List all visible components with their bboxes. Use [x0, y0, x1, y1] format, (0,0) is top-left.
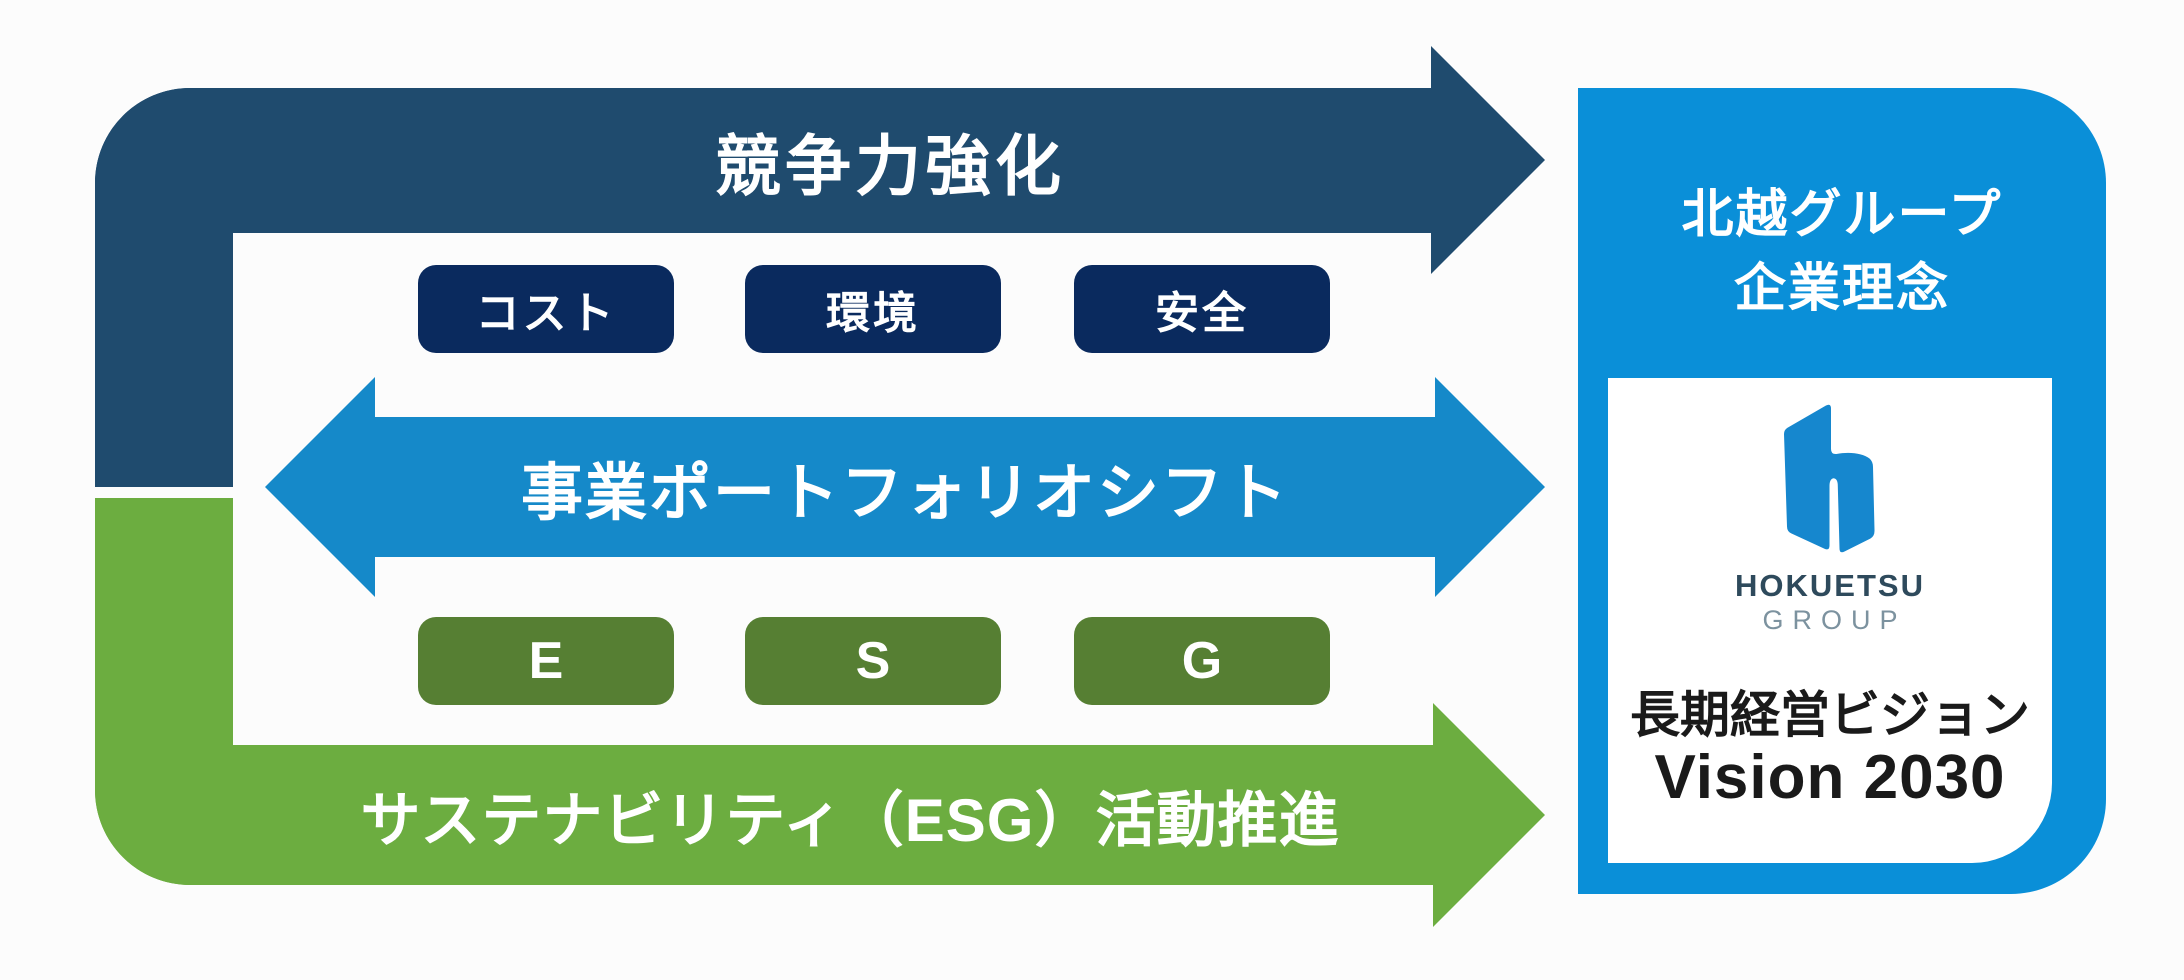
brand-subtitle: GROUP	[1762, 605, 1907, 635]
esg-box-s-label: S	[855, 632, 891, 690]
factor-box-environment-label: 環境	[826, 289, 920, 338]
portfolio-arrow-shaft	[375, 417, 1435, 557]
philosophy-panel-title-line2: 企業理念	[1733, 260, 1950, 318]
vision-title: Vision 2030	[1654, 743, 2006, 812]
philosophy-panel: 北越グループ 企業理念 HOKUETSU GROUP 長期経営ビジョン Visi…	[1578, 88, 2106, 894]
philosophy-panel-title-line1: 北越グループ	[1681, 186, 2003, 244]
portfolio-arrow-label: 事業ポートフォリオシフト	[520, 459, 1289, 528]
competitiveness-arrow-shaft	[95, 88, 1431, 233]
sustainability-arrow-label: サステナビリティ（ESG）活動推進	[360, 786, 1340, 854]
factor-box-cost: コスト	[418, 265, 674, 353]
competitiveness-arrowhead-icon	[1431, 46, 1545, 274]
esg-box-s: S	[745, 617, 1001, 705]
factor-box-environment: 環境	[745, 265, 1001, 353]
vision-card: HOKUETSU GROUP 長期経営ビジョン Vision 2030	[1608, 378, 2052, 863]
portfolio-arrowhead-left-icon	[265, 377, 375, 597]
hokuetsu-h-logo-icon	[1784, 404, 1875, 553]
vision-label: 長期経営ビジョン	[1630, 687, 2030, 743]
sustainability-arrow-shaft	[95, 745, 1433, 885]
esg-box-e: E	[418, 617, 674, 705]
sustainability-arrowhead-icon	[1433, 703, 1545, 927]
factor-box-safety: 安全	[1074, 265, 1330, 353]
factor-box-cost-label: コスト	[475, 289, 617, 338]
esg-box-g-label: G	[1181, 632, 1223, 690]
philosophy-panel-title: 北越グループ 企業理念	[1578, 178, 2106, 326]
brand-name: HOKUETSU	[1735, 568, 1925, 603]
factor-box-safety-label: 安全	[1155, 289, 1249, 338]
esg-box-e-label: E	[528, 632, 564, 690]
portfolio-arrowhead-right-icon	[1435, 377, 1545, 597]
competitiveness-arrow-label: 競争力強化	[715, 128, 1065, 203]
esg-box-g: G	[1074, 617, 1330, 705]
